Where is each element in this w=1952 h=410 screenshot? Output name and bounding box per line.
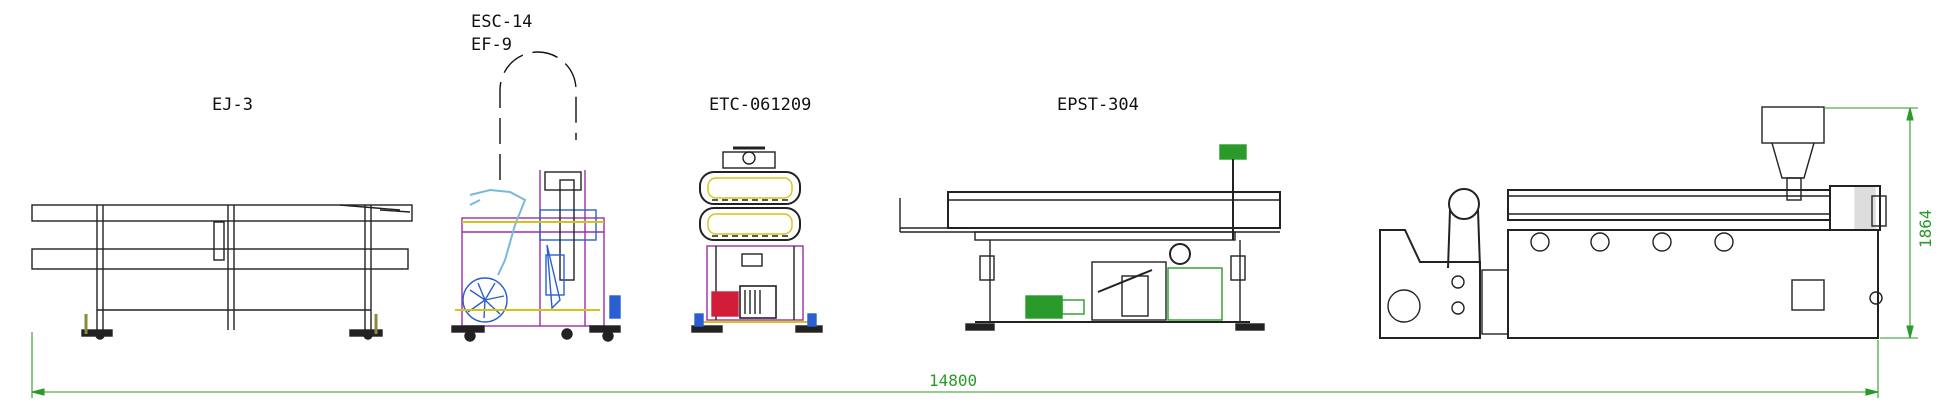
dimension-height: 1864 (1916, 209, 1935, 248)
machine-etc-061209: ETC-061209 (691, 95, 823, 333)
machine-epst-304: EPST-304 (899, 95, 1281, 331)
label-ef-9: EF-9 (471, 35, 512, 55)
dimension-annotations (31, 107, 1918, 398)
label-etc-061209: ETC-061209 (709, 95, 811, 115)
label-epst-304: EPST-304 (1057, 95, 1139, 115)
machine-esc-14-ef-9: ESC-14 EF-9 (451, 12, 621, 342)
machine-extruder (1379, 106, 1887, 339)
machine-ej-3: EJ-3 (31, 95, 413, 340)
label-ej-3: EJ-3 (212, 95, 253, 115)
dimension-total-length: 14800 (929, 371, 977, 390)
label-esc-14: ESC-14 (471, 12, 532, 32)
